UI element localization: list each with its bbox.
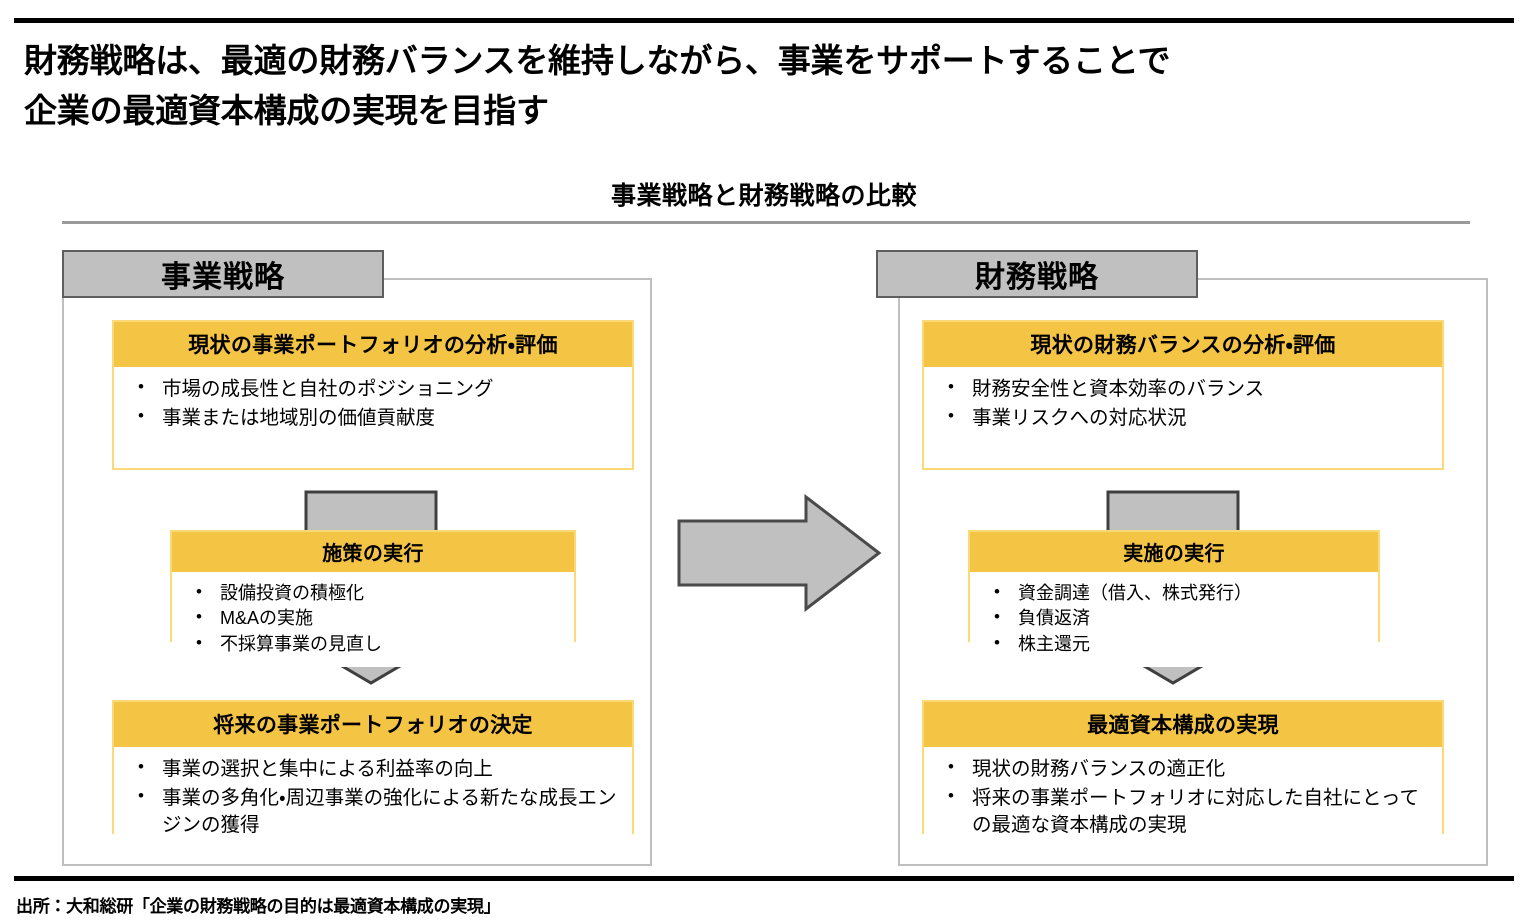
list-item: M&Aの実施 bbox=[190, 605, 560, 630]
list-item: 財務安全性と資本効率のバランス bbox=[942, 375, 1428, 404]
card-title: 最適資本構成の実現 bbox=[924, 702, 1442, 747]
list-item: 事業の多角化・周辺事業の強化による新たな成長エンジンの獲得 bbox=[132, 784, 618, 840]
card-implementation-execution[interactable]: 実施の実行 資金調達（借入、株式発行） 負債返済 株主還元 bbox=[968, 530, 1380, 668]
bullet-list: 設備投資の積極化 M&Aの実施 不採算事業の見直し bbox=[190, 580, 560, 656]
right-arrow-icon bbox=[677, 494, 882, 612]
bullet-list: 財務安全性と資本効率のバランス 事業リスクへの対応状況 bbox=[942, 375, 1428, 433]
list-item: 市場の成長性と自社のポジショニング bbox=[132, 375, 618, 404]
card-title: 現状の財務バランスの分析・評価 bbox=[924, 322, 1442, 367]
card-current-portfolio-analysis[interactable]: 現状の事業ポートフォリオの分析・評価 市場の成長性と自社のポジショニング 事業ま… bbox=[112, 320, 634, 470]
column-tab-financial-strategy[interactable]: 財務戦略 bbox=[876, 250, 1198, 298]
section-divider-rule bbox=[62, 221, 1470, 224]
list-item: 事業の選択と集中による利益率の向上 bbox=[132, 755, 618, 784]
list-item: 現状の財務バランスの適正化 bbox=[942, 755, 1428, 784]
list-item: 資金調達（借入、株式発行） bbox=[988, 580, 1364, 605]
card-title: 将来の事業ポートフォリオの決定 bbox=[114, 702, 632, 747]
card-body: 市場の成長性と自社のポジショニング 事業または地域別の価値貢献度 bbox=[114, 367, 632, 444]
bottom-divider-rule bbox=[14, 876, 1514, 881]
column-tab-business-strategy[interactable]: 事業戦略 bbox=[62, 250, 384, 298]
column-tab-label: 財務戦略 bbox=[975, 261, 1099, 294]
list-item: 不採算事業の見直し bbox=[190, 631, 560, 656]
card-title: 実施の実行 bbox=[970, 532, 1378, 572]
list-item: 事業リスクへの対応状況 bbox=[942, 404, 1428, 433]
card-body: 財務安全性と資本効率のバランス 事業リスクへの対応状況 bbox=[924, 367, 1442, 444]
top-divider-rule bbox=[14, 18, 1514, 23]
list-item: 株主還元 bbox=[988, 631, 1364, 656]
bullet-list: 現状の財務バランスの適正化 将来の事業ポートフォリオに対応した自社にとっての最適… bbox=[942, 755, 1428, 840]
card-body: 設備投資の積極化 M&Aの実施 不採算事業の見直し bbox=[172, 572, 574, 668]
card-body: 現状の財務バランスの適正化 将来の事業ポートフォリオに対応した自社にとっての最適… bbox=[924, 747, 1442, 852]
list-item: 負債返済 bbox=[988, 605, 1364, 630]
source-note: 出所：大和総研「企業の財務戦略の目的は最適資本構成の実現」 bbox=[16, 897, 501, 916]
list-item: 設備投資の積極化 bbox=[190, 580, 560, 605]
page-title: 財務戦略は、最適の財務バランスを維持しながら、事業をサポートすることで 企業の最… bbox=[24, 42, 1171, 130]
card-title: 現状の事業ポートフォリオの分析・評価 bbox=[114, 322, 632, 367]
bullet-list: 事業の選択と集中による利益率の向上 事業の多角化・周辺事業の強化による新たな成長… bbox=[132, 755, 618, 840]
list-item: 事業または地域別の価値貢献度 bbox=[132, 404, 618, 433]
card-body: 資金調達（借入、株式発行） 負債返済 株主還元 bbox=[970, 572, 1378, 668]
card-body: 事業の選択と集中による利益率の向上 事業の多角化・周辺事業の強化による新たな成長… bbox=[114, 747, 632, 852]
column-tab-label: 事業戦略 bbox=[161, 261, 285, 294]
card-title: 施策の実行 bbox=[172, 532, 574, 572]
list-item: 将来の事業ポートフォリオに対応した自社にとっての最適な資本構成の実現 bbox=[942, 784, 1428, 840]
bullet-list: 資金調達（借入、株式発行） 負債返済 株主還元 bbox=[988, 580, 1364, 656]
card-measure-execution[interactable]: 施策の実行 設備投資の積極化 M&Aの実施 不採算事業の見直し bbox=[170, 530, 576, 668]
bullet-list: 市場の成長性と自社のポジショニング 事業または地域別の価値貢献度 bbox=[132, 375, 618, 433]
card-current-balance-analysis[interactable]: 現状の財務バランスの分析・評価 財務安全性と資本効率のバランス 事業リスクへの対… bbox=[922, 320, 1444, 470]
section-title: 事業戦略と財務戦略の比較 bbox=[610, 182, 917, 210]
card-future-portfolio-decision[interactable]: 将来の事業ポートフォリオの決定 事業の選択と集中による利益率の向上 事業の多角化… bbox=[112, 700, 634, 852]
card-optimal-capital-structure[interactable]: 最適資本構成の実現 現状の財務バランスの適正化 将来の事業ポートフォリオに対応し… bbox=[922, 700, 1444, 852]
